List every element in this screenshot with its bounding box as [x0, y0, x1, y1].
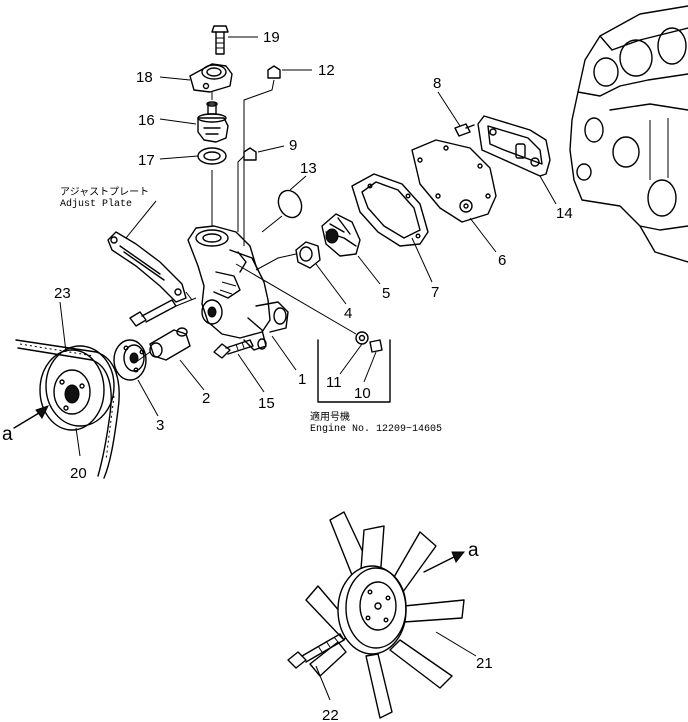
callout-5: 5	[382, 285, 390, 302]
applicability-label-jp: 適用号機	[310, 410, 350, 424]
bolt-part-15	[213, 339, 254, 359]
gasket-part-14	[477, 115, 551, 177]
view-arrow-a-right	[423, 551, 466, 573]
thermostat-cover-part-18	[189, 63, 233, 93]
bolt-part-8	[454, 123, 475, 137]
callout-4: 4	[344, 305, 352, 322]
callout-10: 10	[354, 385, 371, 402]
cover-plate-part-6	[411, 139, 497, 223]
applicability-bracket	[317, 339, 391, 403]
callout-14: 14	[556, 205, 573, 222]
callout-21: 21	[476, 655, 493, 672]
view-marker-a-right: a	[468, 540, 479, 561]
callout-1: 1	[298, 371, 306, 388]
engine-block	[569, 5, 688, 263]
view-marker-a-left: a	[2, 424, 13, 445]
seal-ring-part-17	[197, 147, 227, 165]
callout-7: 7	[431, 284, 439, 301]
callout-3: 3	[156, 417, 164, 434]
adjust-plate-label-en: Adjust Plate	[60, 198, 132, 210]
callout-12: 12	[318, 62, 335, 79]
callout-13: 13	[300, 160, 317, 177]
callout-9: 9	[289, 137, 297, 154]
gasket-part-7	[351, 173, 429, 247]
callout-22: 22	[322, 707, 339, 722]
spacer-part-2	[149, 327, 191, 361]
callout-8: 8	[433, 75, 441, 92]
adjust-plate	[107, 231, 187, 303]
plug-part-12	[267, 65, 281, 79]
bolt-part-19	[211, 25, 229, 55]
thermostat-part-16	[197, 101, 229, 143]
assembly-lines	[135, 79, 357, 363]
fan-part-21	[305, 511, 465, 719]
callout-18: 18	[136, 69, 153, 86]
bolt-adjust-plate	[129, 299, 177, 327]
seal-part-4	[295, 241, 321, 269]
callout-15: 15	[258, 395, 275, 412]
callout-20: 20	[70, 465, 87, 482]
pulley-part-20	[39, 345, 115, 431]
callout-2: 2	[202, 390, 210, 407]
callout-17: 17	[138, 152, 155, 169]
washer-part-11	[355, 331, 369, 345]
v-belt-part-23	[15, 339, 120, 479]
applicability-label-en: Engine No. 12209~14605	[310, 423, 442, 435]
bolt-part-22	[287, 633, 345, 669]
water-pump-body-part-1	[187, 225, 289, 351]
hub-part-3	[113, 339, 147, 381]
callout-19: 19	[263, 29, 280, 46]
callout-6: 6	[498, 252, 506, 269]
view-arrow-a-left	[13, 405, 49, 429]
bolt-part-10	[369, 339, 383, 353]
o-ring-part-13	[277, 189, 303, 219]
impeller-part-5	[321, 213, 361, 257]
adjust-plate-label-jp: アジャストプレート	[60, 186, 149, 199]
callout-23: 23	[54, 285, 71, 302]
callout-16: 16	[138, 112, 155, 129]
plug-part-9	[243, 147, 257, 161]
callout-11: 11	[326, 374, 342, 391]
leader-lines	[59, 36, 557, 701]
